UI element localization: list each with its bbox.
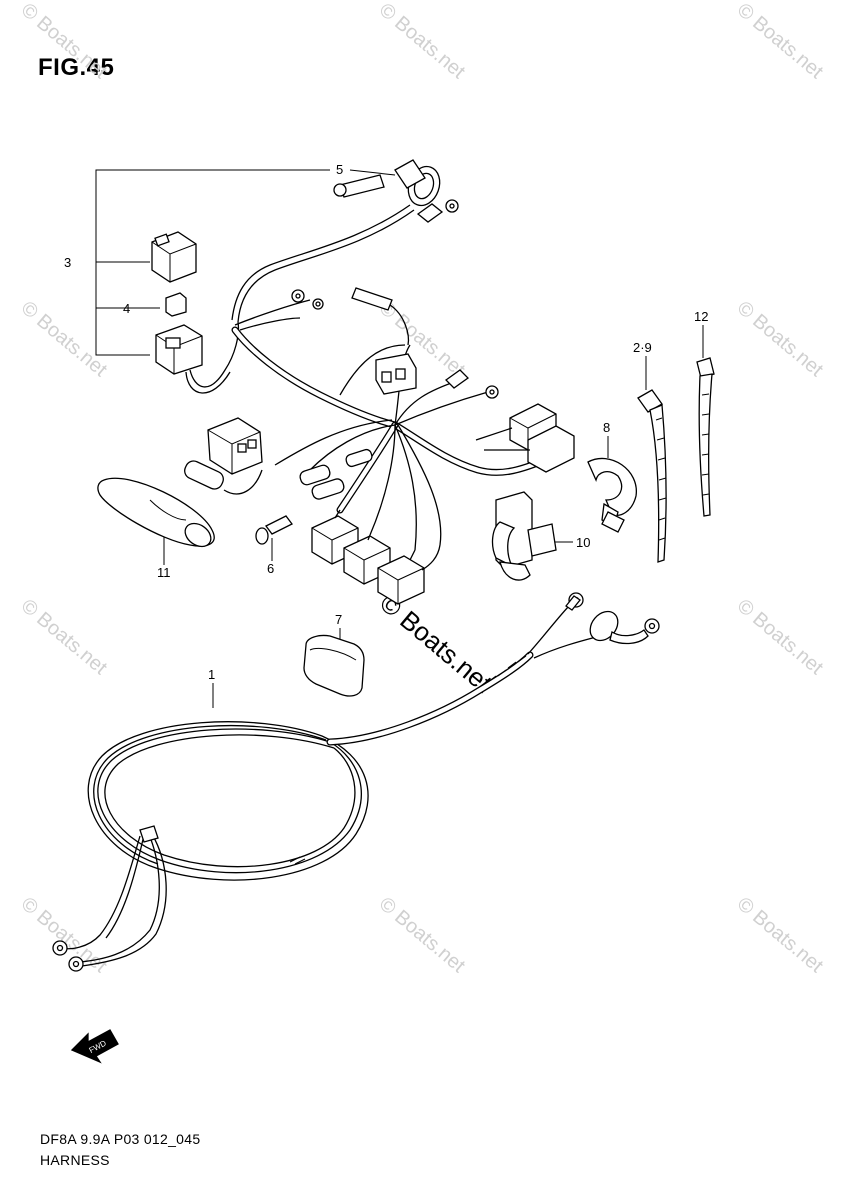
watermark-7: © Boats.net bbox=[17, 595, 112, 679]
figure-code: DF8A 9.9A P03 012_045 bbox=[40, 1131, 201, 1147]
callout-group: 5 3 4 2·9 12 8 10 11 6 7 1 bbox=[64, 162, 708, 708]
callout-1: 1 bbox=[208, 667, 215, 682]
watermark-4: © Boats.net bbox=[17, 297, 112, 381]
callout-2-9: 2·9 bbox=[633, 340, 652, 355]
part-10-clamp bbox=[491, 491, 557, 581]
part-3-relay bbox=[151, 231, 197, 283]
callout-5: 5 bbox=[336, 162, 343, 177]
watermark-11: © Boats.net bbox=[733, 893, 828, 977]
figure-name: HARNESS bbox=[40, 1152, 110, 1168]
callout-12: 12 bbox=[694, 309, 708, 324]
watermark-2: © Boats.net bbox=[375, 0, 470, 83]
main-harness bbox=[184, 287, 575, 605]
part-1-battery-harness bbox=[52, 592, 660, 972]
watermark-6: © Boats.net bbox=[733, 297, 828, 381]
callout-4: 4 bbox=[123, 301, 130, 316]
figure-title: FIG.45 bbox=[38, 54, 115, 81]
watermark-8: © Boats.net bbox=[733, 595, 828, 679]
part-2-9-cable-tie bbox=[637, 389, 667, 563]
callout-8: 8 bbox=[603, 420, 610, 435]
part-8-clip bbox=[587, 457, 637, 533]
watermark-10: © Boats.net bbox=[375, 893, 470, 977]
callout-10: 10 bbox=[576, 535, 590, 550]
part-5-grommet bbox=[231, 159, 459, 323]
callout-7: 7 bbox=[335, 612, 342, 627]
part-7-cap bbox=[303, 634, 365, 697]
part-12-cable-tie bbox=[696, 357, 715, 517]
part-6-clip bbox=[255, 515, 293, 545]
part-11-sleeve bbox=[97, 477, 215, 548]
watermark-1: © Boats.net bbox=[17, 0, 112, 83]
watermark-3: © Boats.net bbox=[733, 0, 828, 83]
fwd-arrow-icon: FWD bbox=[70, 1029, 119, 1064]
part-4-fuse bbox=[155, 292, 240, 394]
callout-3: 3 bbox=[64, 255, 71, 270]
callout-11: 11 bbox=[157, 565, 171, 580]
callout-6: 6 bbox=[267, 561, 274, 576]
watermark-9: © Boats.net bbox=[17, 893, 112, 977]
watermark-center: © Boats.net bbox=[374, 588, 498, 699]
